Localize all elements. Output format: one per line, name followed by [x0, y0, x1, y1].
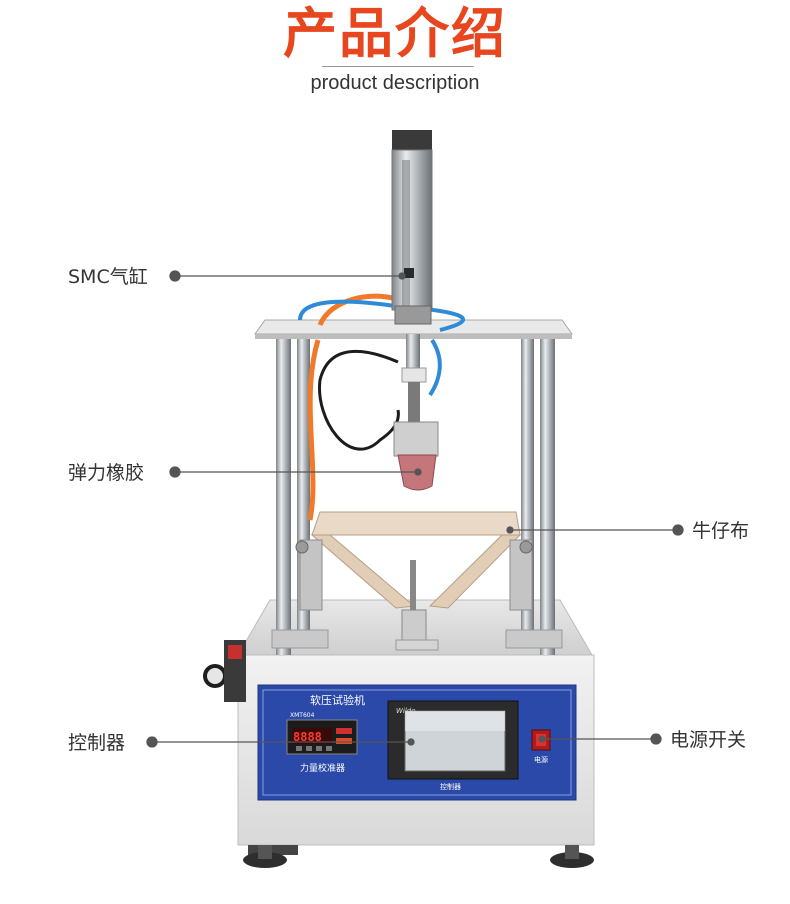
panel-title: 软压试验机: [310, 693, 365, 707]
smc-cylinder: [391, 130, 439, 457]
screen-label: 控制器: [440, 782, 461, 791]
callout-elastic-rubber: 弹力橡胶: [68, 462, 145, 484]
air-regulator: [203, 640, 246, 702]
switch-label: 电源: [534, 755, 548, 764]
title-divider: [322, 66, 474, 67]
meter-reading: 8888: [293, 730, 322, 744]
denim-sling: [295, 511, 533, 651]
meter-brand: XMT604: [290, 712, 315, 719]
force-meter: [286, 719, 358, 755]
callout-controller: 控制器: [68, 732, 126, 754]
meter-label: 力量校准器: [300, 762, 345, 774]
callout-denim: 牛仔布: [692, 520, 750, 542]
screen-brand: Wildo: [396, 707, 416, 715]
page-title: 产品介绍: [283, 2, 507, 65]
callout-lines: [146, 270, 684, 748]
page-subtitle: product description: [310, 72, 480, 94]
callout-power-switch: 电源开关: [670, 729, 747, 751]
callout-smc-cylinder: SMC气缸: [68, 266, 148, 288]
air-hoses: [298, 293, 465, 521]
